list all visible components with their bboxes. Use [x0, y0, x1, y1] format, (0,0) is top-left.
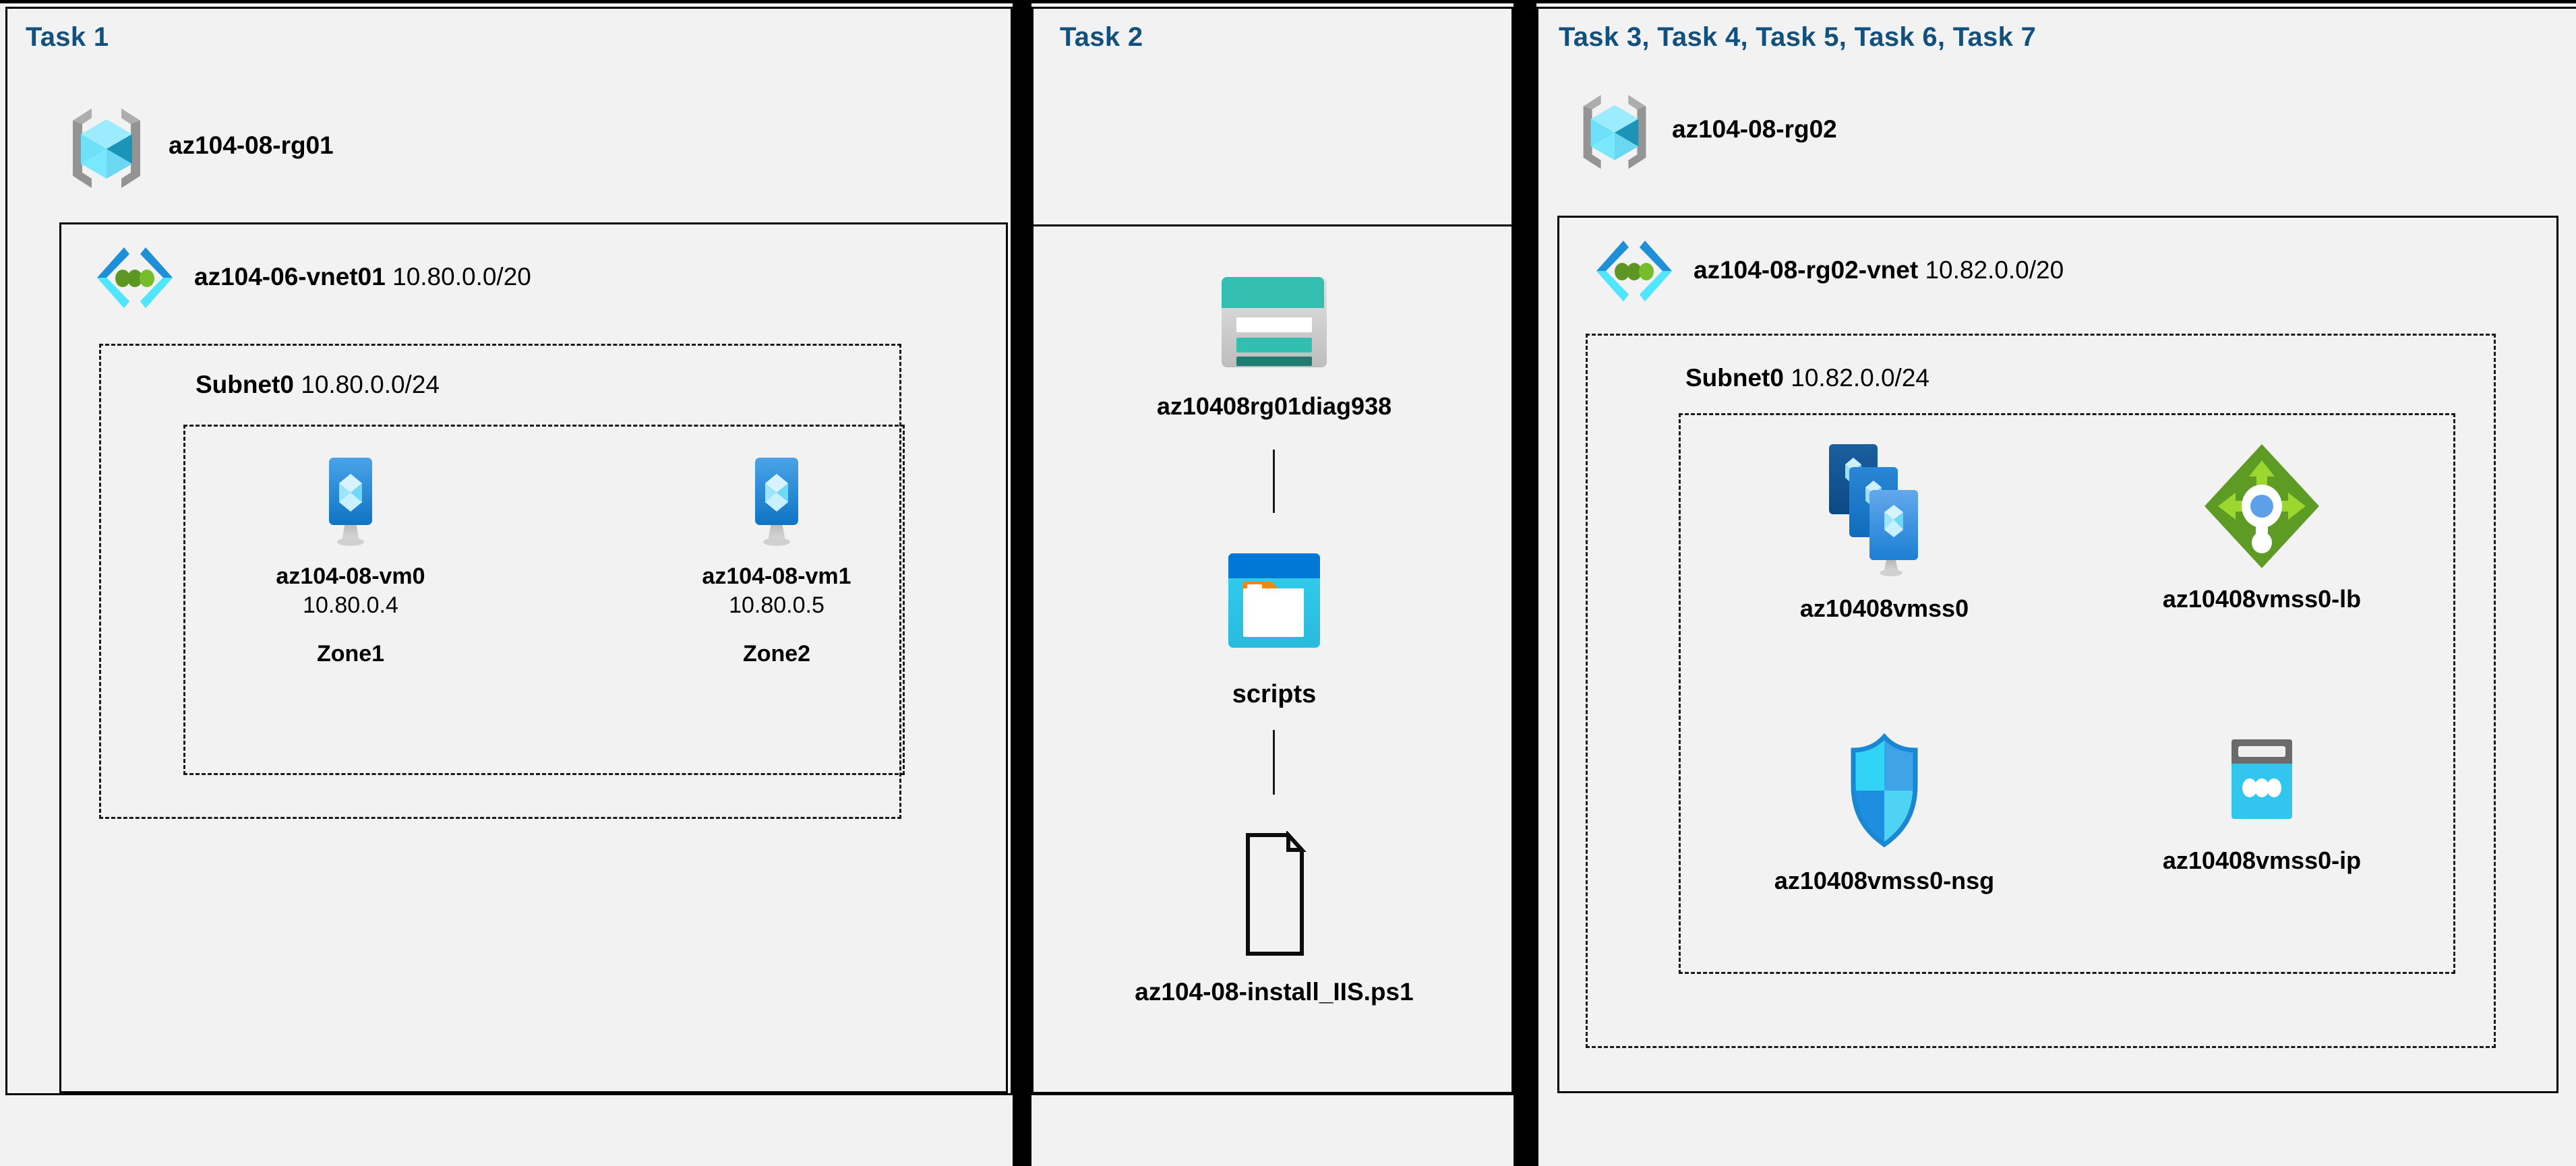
storage-account-name: az10408rg01diag938 — [1156, 392, 1392, 420]
vmss-name: az10408vmss0 — [1799, 594, 1969, 622]
virtual-network-icon — [1594, 234, 1675, 308]
task3to7-resource-group-box — [1679, 413, 2455, 974]
task3to7-panel — [1536, 7, 2576, 1166]
task1-subnet-cidr: 10.80.0.0/24 — [301, 371, 440, 398]
task1-vnet-name: az104-06-vnet01 — [194, 263, 386, 290]
virtual-machine-icon — [313, 455, 388, 547]
network-security-group-icon — [1837, 730, 1931, 851]
nsg-node[interactable]: az10408vmss0-nsg — [1739, 730, 2029, 896]
vm0-zone: Zone1 — [316, 640, 385, 667]
vm1-name: az104-08-vm1 — [702, 563, 851, 589]
vm-node-az104-08-vm0[interactable]: az104-08-vm0 10.80.0.4 Zone1 — [263, 455, 438, 667]
task1-vnet-label: az104-06-vnet01 10.80.0.0/20 — [194, 263, 531, 291]
panel-divider-right — [1514, 3, 1536, 1166]
task3to7-vnet-name: az104-08-rg02-vnet — [1694, 256, 1919, 284]
task2-panel — [1031, 7, 1514, 1095]
load-balancer-name: az10408vmss0-lb — [2162, 585, 2362, 613]
file-share-icon — [1214, 549, 1335, 664]
vmss-node[interactable]: az10408vmss0 — [1739, 440, 2029, 623]
task3to7-rg-name: az104-08-rg02 — [1672, 115, 1837, 143]
task3to7-resource-group-label: az104-08-rg02 — [1672, 115, 1837, 144]
task1-vnet-box — [59, 222, 1008, 1093]
script-file-name: az104-08-install_IIS.ps1 — [1135, 978, 1414, 1006]
task2-title: Task 2 — [1060, 22, 1143, 52]
script-file-node[interactable]: az104-08-install_IIS.ps1 — [1099, 831, 1449, 1007]
storage-account-icon — [1214, 272, 1335, 373]
task1-title: Task 1 — [26, 22, 109, 52]
vm0-name: az104-08-vm0 — [276, 563, 425, 589]
task3to7-subnet-name: Subnet0 — [1685, 364, 1784, 392]
task3to7-vnet-label: az104-08-rg02-vnet 10.82.0.0/20 — [1694, 256, 2064, 284]
file-share-name: scripts — [1232, 680, 1317, 708]
public-ip-node[interactable]: az10408vmss0-ip — [2117, 730, 2407, 876]
connector-storage-to-share — [1273, 450, 1275, 513]
task3to7-title: Task 3, Task 4, Task 5, Task 6, Task 7 — [1559, 22, 2037, 52]
task1-vnet-cidr: 10.80.0.0/20 — [392, 263, 531, 290]
vm0-ip: 10.80.0.4 — [303, 592, 398, 619]
script-file-icon — [1224, 831, 1325, 959]
load-balancer-node[interactable]: az10408vmss0-lb — [2117, 440, 2407, 614]
task1-rg-name: az104-08-rg01 — [169, 131, 334, 159]
task3to7-subnet-label: Subnet0 10.82.0.0/24 — [1685, 364, 1929, 392]
task3to7-vnet-cidr: 10.82.0.0/20 — [1925, 256, 2064, 284]
task1-panel — [5, 7, 1013, 1095]
vm-node-az104-08-vm1[interactable]: az104-08-vm1 10.80.0.5 Zone2 — [689, 455, 864, 667]
vm1-zone: Zone2 — [742, 640, 811, 667]
virtual-machine-icon — [740, 455, 814, 547]
file-share-node[interactable]: scripts — [1146, 549, 1402, 710]
task3to7-subnet-box — [1586, 334, 2496, 1048]
task1-subnet-label: Subnet0 10.80.0.0/24 — [196, 371, 440, 399]
task3to7-vnet-box — [1557, 216, 2558, 1093]
public-ip-name: az10408vmss0-ip — [2162, 847, 2362, 874]
task1-subnet-box — [99, 344, 901, 819]
load-balancer-icon — [2199, 440, 2325, 572]
nsg-name: az10408vmss0-nsg — [1774, 867, 1995, 894]
task1-subnet-name: Subnet0 — [196, 371, 294, 398]
vm-scale-set-icon — [1817, 440, 1952, 582]
task2-inner-box — [1031, 224, 1516, 1094]
resource-group-icon — [1571, 90, 1658, 172]
connector-share-to-script — [1273, 730, 1275, 795]
public-ip-address-icon — [2211, 730, 2312, 831]
panel-divider-left — [1013, 3, 1031, 1166]
task1-vm-group-box — [183, 425, 905, 775]
vm1-ip: 10.80.0.5 — [729, 592, 825, 619]
resource-group-icon — [59, 103, 154, 191]
task3to7-subnet-cidr: 10.82.0.0/24 — [1791, 364, 1929, 392]
virtual-network-icon — [94, 241, 175, 315]
task1-resource-group-label: az104-08-rg01 — [169, 131, 334, 160]
storage-account-node[interactable]: az10408rg01diag938 — [1146, 272, 1402, 421]
